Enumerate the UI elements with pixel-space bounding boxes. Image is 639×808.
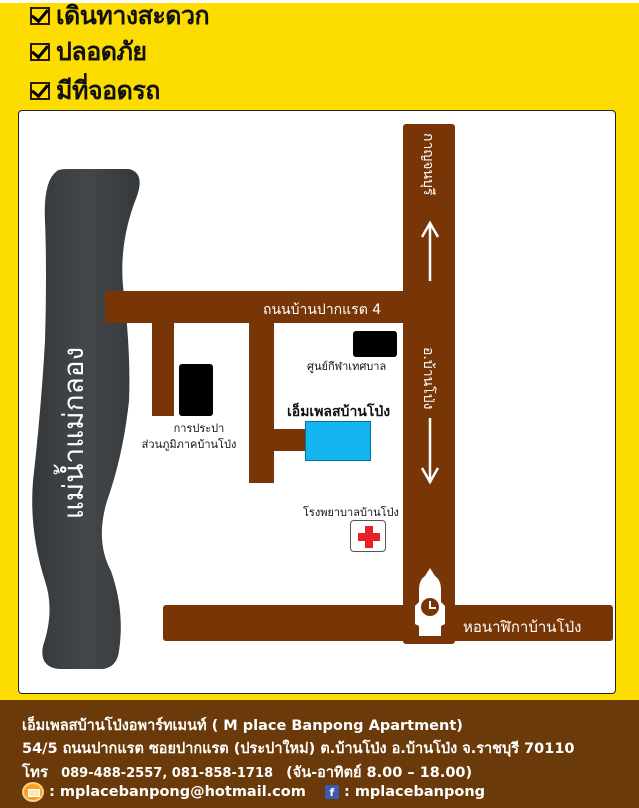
map: แม่น้ำแม่กลอง ถนนบ้านปากแรต 4 กาญจนบุรี … — [18, 110, 616, 694]
footer-contact: เอ็มเพลสบ้านโป่งอพาร์ทเมนท์ ( M place Ba… — [0, 700, 639, 808]
sports-center-label: ศูนย์กีฬาเทศบาล — [307, 360, 387, 373]
opening-hours: (จัน-อาทิตย์ 8.00 – 18.00) — [286, 765, 473, 781]
clock-tower-icon — [415, 568, 445, 636]
road-label-top: ถนนบ้านปากแรต 4 — [263, 302, 382, 318]
side-road-1 — [152, 321, 174, 416]
driveway — [269, 429, 309, 451]
phone-numbers[interactable]: 089-488-2557, 081-858-1718 — [61, 766, 274, 781]
feature-convenient: เดินทางสะดวก — [30, 0, 210, 34]
email-link[interactable]: : mplacebanpong@hotmail.com — [49, 784, 306, 800]
address: 54/5 ถนนปากแรต ซอยปากแรต (ประปาใหม่) ต.บ… — [22, 741, 575, 757]
feature-label: มีที่จอดรถ — [56, 76, 160, 105]
road-label-kanchanaburi: กาญจนบุรี — [420, 133, 436, 196]
apartment-building[interactable] — [305, 421, 371, 461]
hospital-cross-icon — [350, 520, 386, 552]
business-name: เอ็มเพลสบ้านโป่งอพาร์ทเมนท์ ( M place Ba… — [22, 718, 463, 734]
sports-center-building — [353, 331, 397, 357]
road-label-banpong: อ.บ้านโป่ง — [420, 347, 436, 410]
road-label-clock-tower: หอนาฬิกาบ้านโป่ง — [463, 618, 582, 636]
feature-label: เดินทางสะดวก — [56, 1, 210, 30]
main-road — [403, 124, 455, 644]
water-authority-building — [179, 364, 213, 416]
top-edge — [0, 0, 639, 3]
checkbox-checked-icon — [30, 82, 50, 100]
apartment-label: เอ็มเพลสบ้านโป่ง — [287, 404, 391, 420]
checkbox-checked-icon — [30, 43, 50, 61]
feature-parking: มีที่จอดรถ — [30, 73, 160, 109]
bottom-road — [163, 605, 613, 641]
arrow-down-icon — [421, 418, 439, 485]
side-road-2 — [249, 321, 274, 483]
water-authority-label-1: การประปา — [173, 422, 225, 435]
hospital-label: โรงพยาบาลบ้านโป่ง — [303, 506, 399, 519]
facebook-icon: f — [324, 785, 339, 799]
river-label: แม่น้ำแม่กลอง — [57, 346, 90, 520]
phone-label: โทร — [22, 763, 49, 781]
road-banpakraet-4 — [105, 291, 455, 323]
facebook-link[interactable]: : mplacebanpong — [343, 784, 486, 800]
arrow-up-icon — [421, 220, 439, 281]
email-icon — [22, 782, 44, 802]
water-authority-label-2: ส่วนภูมิภาคบ้านโป่ง — [141, 438, 237, 451]
feature-safe: ปลอดภัย — [30, 34, 147, 70]
feature-label: ปลอดภัย — [56, 37, 147, 66]
checkbox-checked-icon — [30, 7, 50, 25]
